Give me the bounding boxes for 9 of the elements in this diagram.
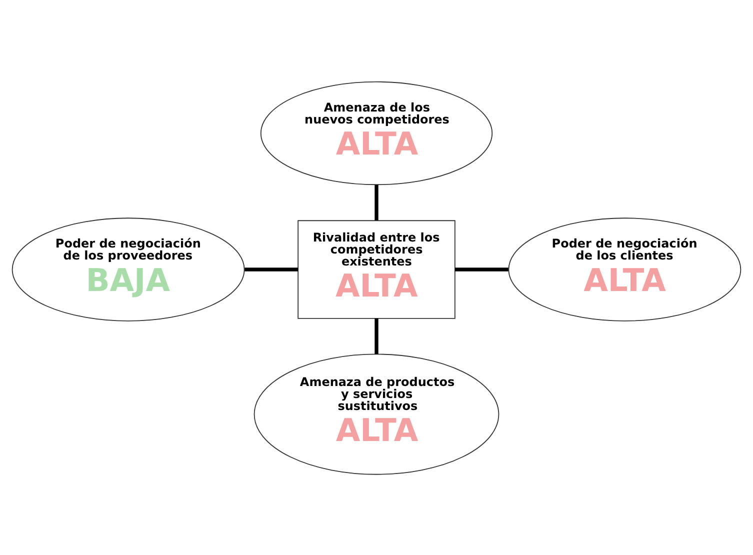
node-ellipse: Poder de negociación de los clientes ALTA: [508, 217, 742, 321]
node-ellipse: Amenaza de productos y servicios sustitutivos ALTA: [254, 353, 500, 474]
node-ellipse: Amenaza de los nuevos competidores ALTA: [260, 80, 493, 185]
connector: [374, 184, 378, 220]
connector: [374, 318, 378, 354]
node-box: Rivalidad entre los competidores existentes ALTA: [298, 220, 456, 318]
node-ellipse: Poder de negociación de los proveedores BAJA: [12, 217, 245, 321]
connector: [244, 267, 298, 271]
connector: [455, 267, 508, 271]
